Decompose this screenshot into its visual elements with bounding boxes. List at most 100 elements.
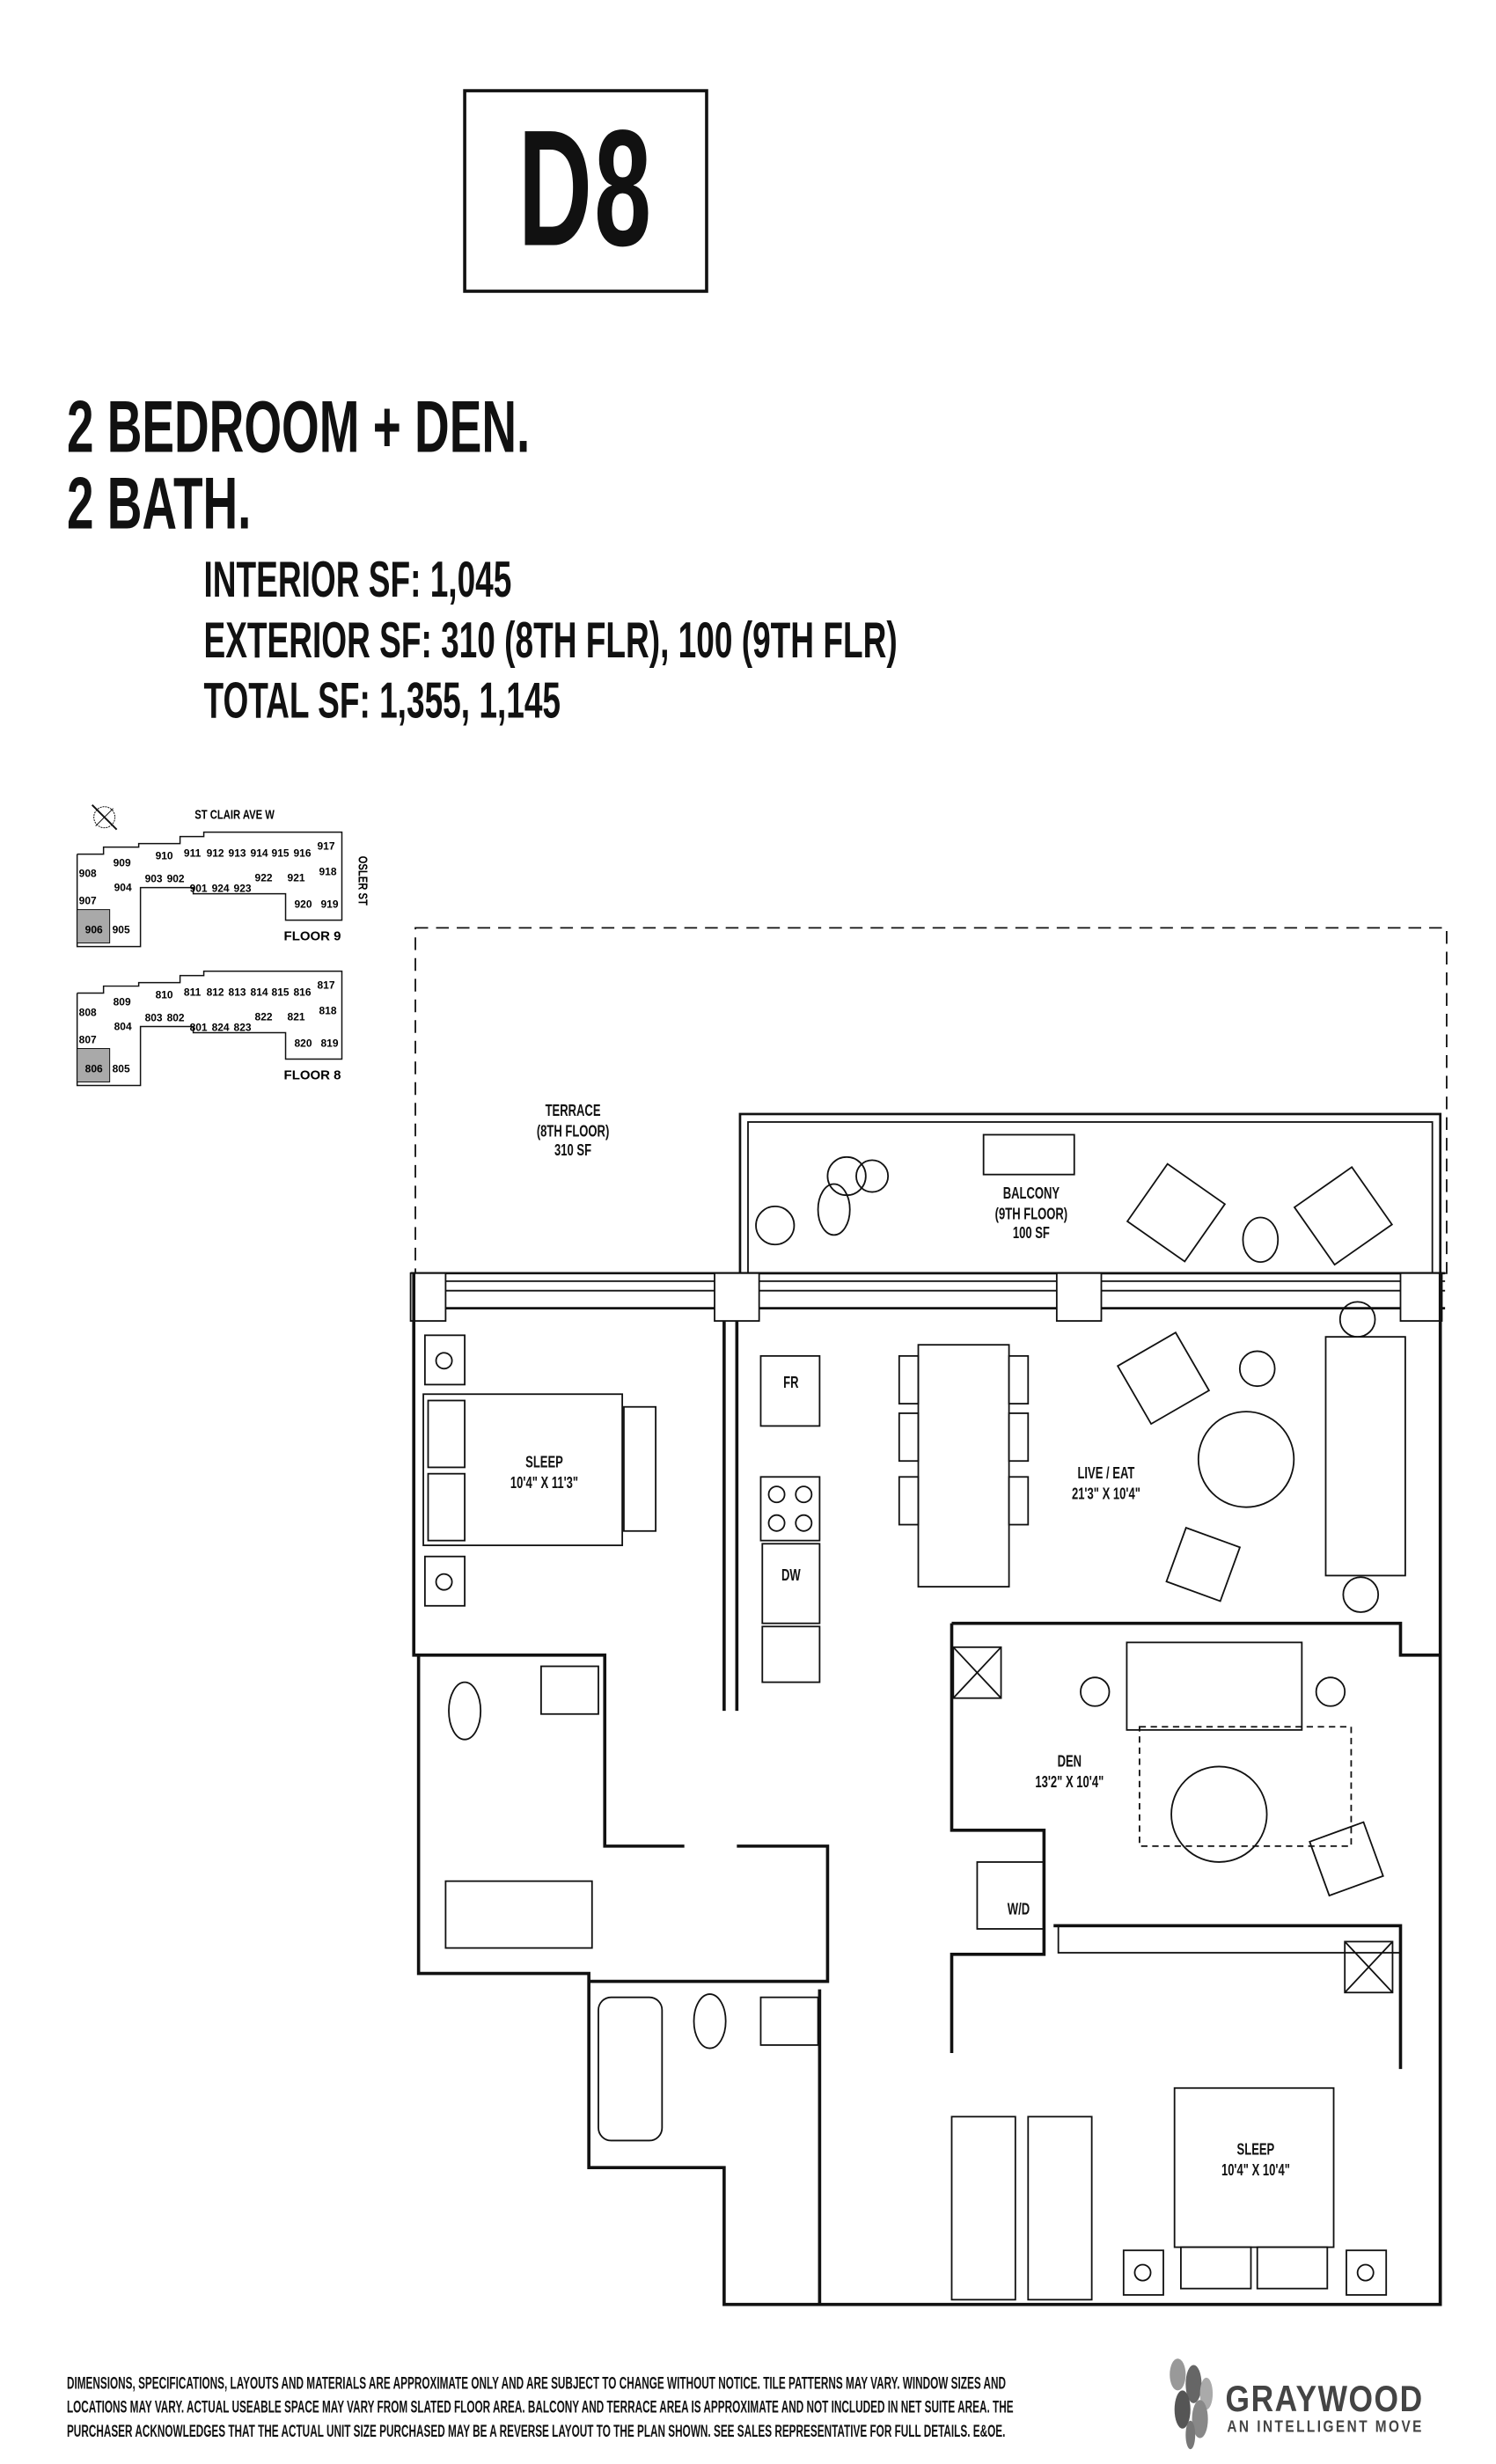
disclaimer-line: LOCATIONS MAY VARY. ACTUAL USEABLE SPACE…	[66, 2398, 1014, 2418]
den-label: DEN 13'2" X 10'4"	[1035, 1754, 1104, 1793]
live-eat-name: LIVE / EAT	[1077, 1465, 1135, 1484]
brand-name: GRAYWOOD	[1225, 2377, 1424, 2419]
den-furniture	[952, 1641, 1402, 1994]
disclaimer: DIMENSIONS, SPECIFICATIONS, LAYOUTS AND …	[67, 2372, 1053, 2444]
keyplan-unit-number: 822	[255, 1011, 273, 1023]
unit-code: D8	[517, 97, 654, 282]
keyplan-unit-number: 817	[318, 979, 335, 992]
dishwasher-label: DW	[781, 1567, 801, 1586]
bathroom-fixtures	[444, 1665, 819, 2142]
keyplan-floor-label: FLOOR 8	[284, 1068, 341, 1083]
keyplan-unit-number: 815	[272, 986, 290, 999]
bedroom-1-furniture	[422, 1334, 657, 1607]
keyplan-unit-number: 915	[272, 847, 290, 860]
den-dims: 13'2" X 10'4"	[1035, 1773, 1104, 1792]
bedroom-1-name: SLEEP	[525, 1454, 563, 1472]
highlighted-unit	[77, 909, 111, 944]
keyplan-unit-number: 907	[79, 895, 97, 907]
keyplan-unit-number: 805	[113, 1063, 130, 1075]
bedroom-count: 2 BEDROOM + DEN.	[66, 385, 531, 468]
keyplan-unit-number: 920	[295, 898, 312, 911]
balcony-name: BALCONY	[1002, 1185, 1060, 1204]
keyplan-unit-number: 809	[114, 996, 131, 1008]
keyplan-unit-number: 812	[207, 986, 224, 999]
terrace-label: TERRACE (8TH FLOOR) 310 SF	[537, 1103, 609, 1162]
graywood-logo: GRAYWOOD AN INTELLIGENT MOVE	[1159, 2352, 1462, 2454]
keyplan-unit-number: 906	[85, 924, 103, 936]
bath-count: 2 BATH.	[66, 461, 252, 545]
keyplan-unit-number: 819	[321, 1038, 339, 1050]
leaf-logo-icon	[1170, 2358, 1214, 2450]
bedroom-1-label: SLEEP 10'4" X 11'3"	[510, 1455, 578, 1494]
keyplan-unit-number: 908	[79, 868, 97, 880]
highlighted-unit	[77, 1048, 111, 1083]
keyplan-unit-number: 823	[234, 1022, 252, 1034]
keyplan-unit-number: 919	[321, 898, 339, 911]
balcony-outline	[738, 1112, 1442, 1275]
keyplan-floor-label: FLOOR 9	[284, 929, 341, 944]
keyplan-unit-number: 902	[167, 873, 185, 885]
balcony-label: BALCONY (9TH FLOOR) 100 SF	[995, 1185, 1067, 1245]
keyplan-unit-number: 923	[234, 883, 252, 895]
bedroom-2-name: SLEEP	[1236, 2142, 1275, 2160]
keyplan-unit-number: 917	[318, 840, 335, 853]
keyplan-unit-number: 810	[156, 989, 173, 1001]
keyplan-unit-number: 803	[145, 1012, 163, 1024]
keyplan-unit-number: 804	[114, 1021, 132, 1033]
street-north-label: ST CLAIR AVE W	[194, 807, 275, 822]
keyplan-unit-number: 818	[319, 1005, 337, 1017]
keyplan-unit-number: 918	[319, 866, 337, 878]
unit-area-details: INTERIOR SF: 1,045 EXTERIOR SF: 310 (8TH…	[203, 549, 1287, 730]
bedroom-2-furniture	[950, 2086, 1388, 2301]
brand-tagline: AN INTELLIGENT MOVE	[1227, 2418, 1424, 2437]
keyplan-unit-number: 921	[288, 872, 305, 884]
balcony-area: 100 SF	[1012, 1225, 1050, 1243]
keyplan-unit-number: 801	[190, 1022, 208, 1034]
keyplan-unit-number: 909	[114, 857, 131, 869]
unit-code-box: D8	[463, 89, 708, 293]
interior-sf: INTERIOR SF: 1,045	[203, 550, 512, 608]
keyplan-unit-number: 910	[156, 850, 173, 862]
keyplan-unit-number: 905	[113, 924, 130, 936]
keyplan-unit-number: 911	[184, 847, 202, 860]
terrace-floor: (8TH FLOOR)	[536, 1122, 610, 1140]
keyplan-unit-number: 811	[184, 986, 202, 999]
dining-and-living-furniture	[898, 1301, 1406, 1613]
keyplan-unit-number: 924	[212, 883, 230, 895]
terrace-outline	[414, 927, 1448, 1274]
keyplan-unit-number: 816	[294, 986, 312, 999]
keyplan-unit-number: 820	[295, 1038, 312, 1050]
keyplan-unit-number: 824	[212, 1022, 230, 1034]
keyplan-unit-number: 821	[288, 1011, 305, 1023]
unit-summary-heading: 2 BEDROOM + DEN. 2 BATH.	[67, 388, 768, 541]
terrace-name: TERRACE	[545, 1103, 601, 1121]
washer-dryer-label: W/D	[1007, 1902, 1030, 1920]
keyplan-unit-number: 922	[255, 872, 273, 884]
keyplan-building-outline	[76, 970, 343, 1087]
keyplan-unit-number: 807	[79, 1034, 97, 1046]
keyplan-unit-number: 901	[190, 883, 208, 895]
bedroom-2-dims: 10'4" X 10'4"	[1221, 2161, 1290, 2180]
keyplan-unit-number: 913	[229, 847, 246, 860]
keyplan-unit-number: 916	[294, 847, 312, 860]
live-eat-label: LIVE / EAT 21'3" X 10'4"	[1072, 1466, 1140, 1506]
keyplan-unit-number: 813	[229, 986, 246, 999]
den-name: DEN	[1057, 1753, 1082, 1771]
keyplan-unit-number: 806	[85, 1063, 103, 1075]
keyplan-building-outline	[76, 831, 343, 948]
bedroom-1-dims: 10'4" X 11'3"	[510, 1474, 579, 1492]
total-sf: TOTAL SF: 1,355, 1,145	[203, 671, 561, 730]
balcony-floor: (9TH FLOOR)	[994, 1205, 1068, 1223]
exterior-sf: EXTERIOR SF: 310 (8TH FLR), 100 (9TH FLR…	[203, 611, 898, 669]
disclaimer-line: PURCHASER ACKNOWLEDGES THAT THE ACTUAL U…	[66, 2422, 1006, 2442]
live-eat-dims: 21'3" X 10'4"	[1071, 1485, 1140, 1504]
keyplan-unit-number: 904	[114, 882, 132, 894]
terrace-area: 310 SF	[554, 1142, 592, 1161]
keyplan-unit-number: 903	[145, 873, 163, 885]
window-band	[409, 1272, 1446, 1322]
